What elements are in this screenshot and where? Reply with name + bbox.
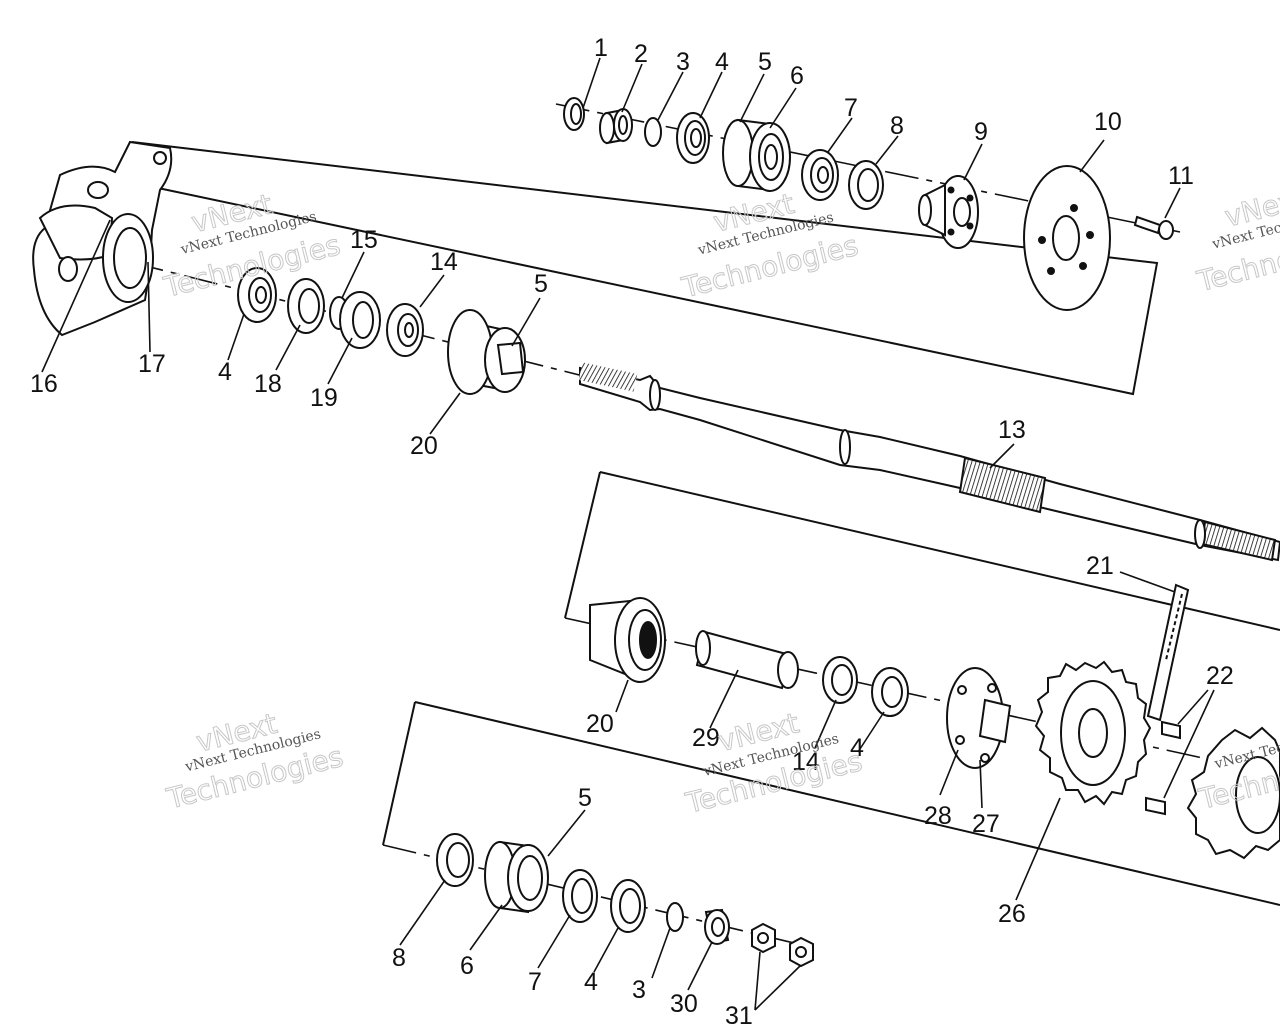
callout-7b: 7 xyxy=(528,968,542,996)
bearing-18 xyxy=(287,278,325,334)
nuts-31 xyxy=(751,922,814,968)
callout-31: 31 xyxy=(725,1002,753,1024)
callout-5b: 5 xyxy=(534,270,548,298)
leader-lines xyxy=(41,57,1215,1011)
callout-26: 26 xyxy=(998,900,1026,928)
top-row-parts xyxy=(563,97,1174,311)
chain-21 xyxy=(1146,583,1190,722)
bearing-7 xyxy=(801,149,839,201)
callout-8: 8 xyxy=(890,112,904,140)
housing-20 xyxy=(447,309,526,395)
snap-ring-1 xyxy=(563,97,585,131)
callout-20: 20 xyxy=(410,432,438,460)
callout-15: 15 xyxy=(350,226,378,254)
callout-29: 29 xyxy=(692,724,720,752)
seal-4-lower xyxy=(871,667,909,717)
seal-14-lower xyxy=(822,656,858,704)
callout-9: 9 xyxy=(974,118,988,146)
o-ring-3-bottom xyxy=(666,902,684,932)
callout-4c: 4 xyxy=(850,734,864,762)
callout-6: 6 xyxy=(790,62,804,90)
seal-14-mid xyxy=(386,303,424,357)
hub-9 xyxy=(918,175,979,249)
watermark-lower-left: vNext vNext Technologies Technologies xyxy=(162,706,346,816)
seal-4-mid xyxy=(237,267,277,323)
dowels-22 xyxy=(1145,720,1181,816)
callout-8b: 8 xyxy=(392,944,406,972)
callout-2: 2 xyxy=(634,40,648,68)
callout-6b: 6 xyxy=(460,952,474,980)
callout-5: 5 xyxy=(758,48,772,76)
callout-14b: 14 xyxy=(792,748,820,776)
callout-4: 4 xyxy=(715,48,729,76)
callout-22: 22 xyxy=(1206,662,1234,690)
callout-4b: 4 xyxy=(218,358,232,386)
lower-middle-parts xyxy=(589,597,1280,860)
seal-8 xyxy=(848,160,884,210)
collar-30 xyxy=(704,908,730,945)
assembly-frames xyxy=(131,141,1280,906)
callout-3b: 3 xyxy=(632,976,646,1004)
callout-labels: 1 2 3 4 5 6 7 8 9 10 11 15 14 5 16 17 4 … xyxy=(30,34,1234,1029)
callout-5c: 5 xyxy=(578,784,592,812)
callout-7: 7 xyxy=(844,94,858,122)
callout-4d: 4 xyxy=(584,968,598,996)
callout-28: 28 xyxy=(924,802,952,830)
seal-8-bottom xyxy=(436,833,474,887)
seal-4 xyxy=(676,112,710,164)
bottom-row-parts xyxy=(436,833,814,968)
sprocket-hub-28 xyxy=(946,667,1012,769)
callout-17: 17 xyxy=(138,350,166,378)
bearing-6-bottom xyxy=(484,840,549,914)
axle-shaft-13 xyxy=(578,362,1280,562)
sprocket-26 xyxy=(1034,660,1152,806)
callout-27: 27 xyxy=(972,810,1000,838)
callout-3: 3 xyxy=(676,48,690,76)
callout-19: 19 xyxy=(310,384,338,412)
bearing-7-bottom xyxy=(562,869,598,923)
callout-30: 30 xyxy=(670,990,698,1018)
spacer-19 xyxy=(339,291,381,349)
callout-11: 11 xyxy=(1168,162,1194,190)
housing-20-lower xyxy=(589,597,666,683)
bolt-11 xyxy=(1133,215,1174,240)
callout-14: 14 xyxy=(430,248,458,276)
collar-2 xyxy=(599,108,633,145)
sprocket-right xyxy=(1186,726,1280,860)
o-ring-3 xyxy=(644,117,662,147)
callout-13: 13 xyxy=(998,416,1026,444)
middle-row-parts xyxy=(237,267,526,395)
callout-18: 18 xyxy=(254,370,282,398)
brake-disc-10 xyxy=(1023,165,1111,311)
spacer-29 xyxy=(695,630,799,690)
callout-16: 16 xyxy=(30,370,58,398)
callout-1: 1 xyxy=(594,34,608,62)
callout-10: 10 xyxy=(1094,108,1122,136)
bearing-6 xyxy=(722,118,791,192)
caliper-bracket-16 xyxy=(32,140,173,337)
seal-4-bottom xyxy=(610,879,646,933)
callout-21: 21 xyxy=(1086,552,1114,580)
watermark-upper-right: vNext vNext Technologies Technologies xyxy=(1193,181,1280,299)
callout-20b: 20 xyxy=(586,710,614,738)
